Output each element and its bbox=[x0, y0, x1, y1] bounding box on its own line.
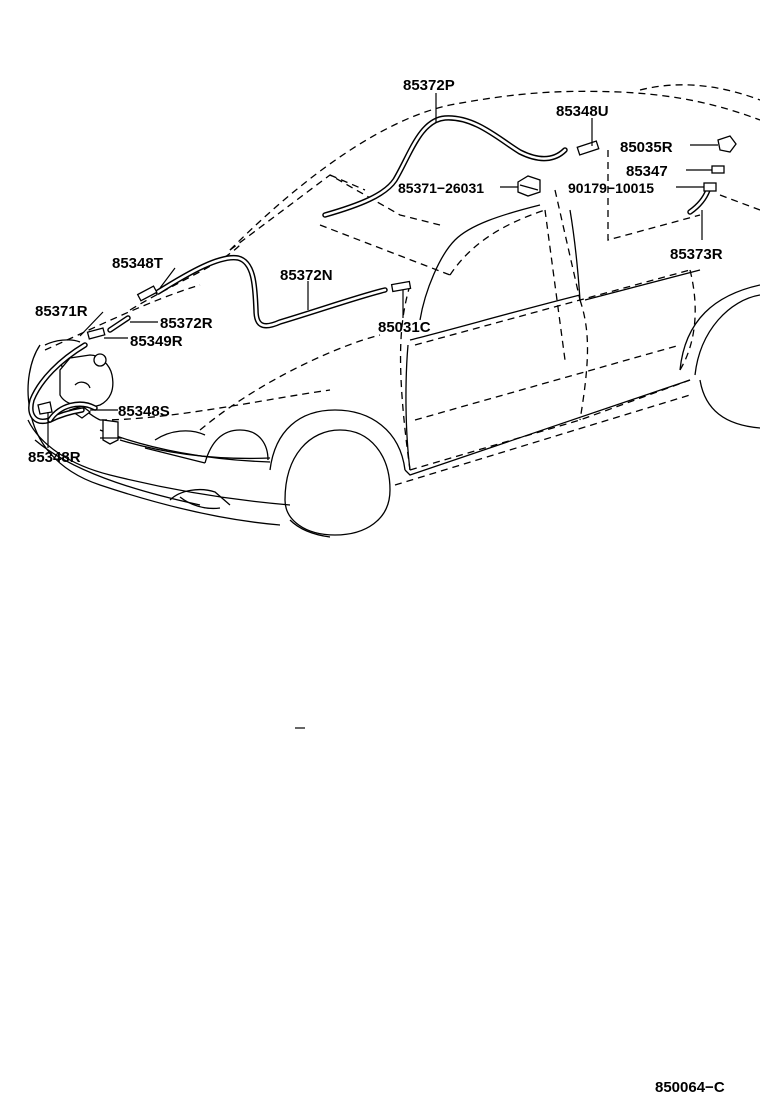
label-85371-26031: 85371−26031 bbox=[398, 180, 484, 196]
label-85031C: 85031C bbox=[378, 319, 431, 336]
car-body-outline bbox=[27, 84, 760, 538]
label-85348R: 85348R bbox=[28, 449, 81, 466]
label-85349R: 85349R bbox=[130, 333, 183, 350]
label-85373R: 85373R bbox=[670, 246, 723, 263]
label-85348U: 85348U bbox=[556, 103, 609, 120]
label-85347: 85347 bbox=[626, 163, 668, 180]
part-labels: 85372P 85348U 85035R 85347 90179−10015 8… bbox=[28, 77, 723, 466]
label-85372R: 85372R bbox=[160, 315, 213, 332]
label-85372N: 85372N bbox=[280, 267, 333, 284]
label-85371R: 85371R bbox=[35, 303, 88, 320]
label-90179-10015: 90179−10015 bbox=[568, 180, 654, 196]
label-85035R: 85035R bbox=[620, 139, 673, 156]
label-85372P: 85372P bbox=[403, 77, 455, 94]
washer-hoses bbox=[28, 115, 711, 424]
leader-lines bbox=[47, 93, 718, 448]
label-85348T: 85348T bbox=[112, 255, 163, 272]
reference-code: 850064−C bbox=[655, 1079, 725, 1096]
label-85348S: 85348S bbox=[118, 403, 170, 420]
